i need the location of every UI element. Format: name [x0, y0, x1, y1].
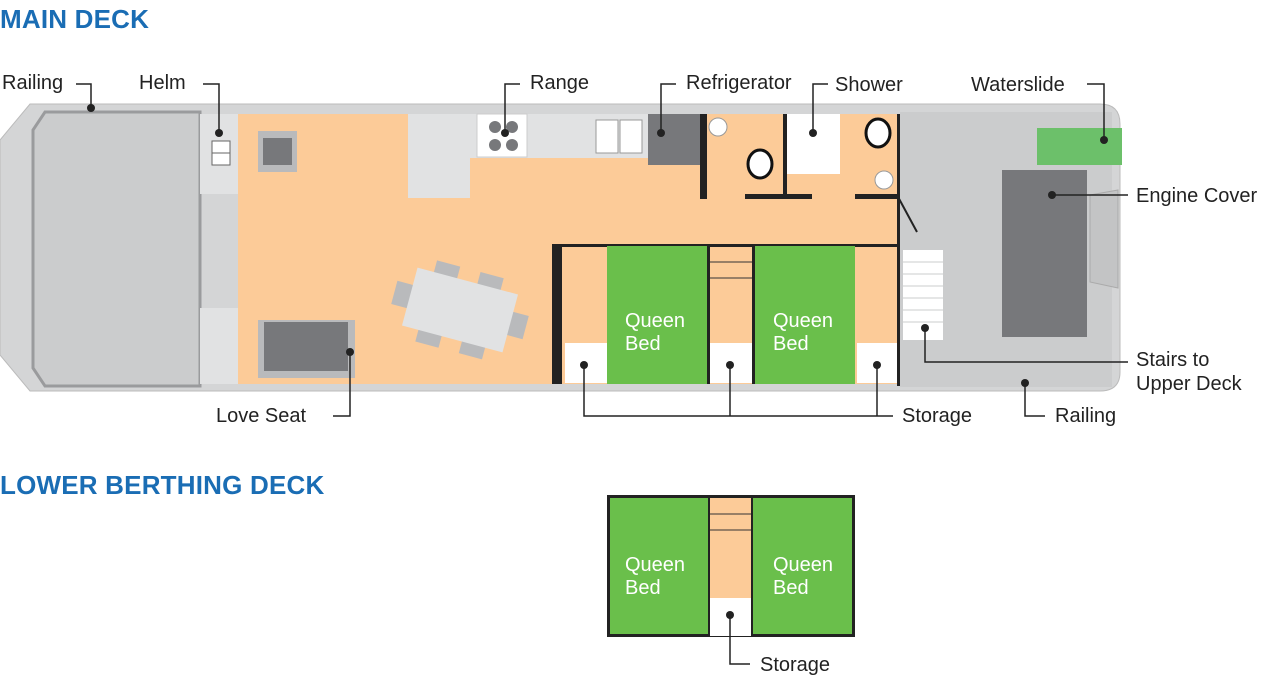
refrigerator — [648, 114, 700, 165]
label-stairs-line1: Stairs to — [1136, 349, 1210, 371]
label-refrigerator: Refrigerator — [686, 72, 792, 94]
dining-table — [391, 260, 529, 360]
front-deck — [31, 110, 202, 388]
range — [476, 113, 528, 158]
leader-lines — [76, 83, 1128, 665]
label-shower: Shower — [835, 74, 903, 96]
label-engine-cover: Engine Cover — [1136, 185, 1258, 207]
label-range: Range — [530, 72, 589, 94]
bed-label: Bed — [625, 577, 661, 599]
label-lower-storage: Storage — [760, 654, 831, 676]
label-railing-right: Railing — [1055, 405, 1117, 427]
queen-bed — [755, 246, 855, 384]
label-waterslide: Waterslide — [971, 74, 1065, 96]
bed-label: Queen — [773, 554, 833, 576]
waterslide — [1037, 128, 1122, 165]
sink — [595, 119, 619, 154]
label-love-seat: Love Seat — [216, 405, 307, 427]
bed-label: Bed — [773, 577, 809, 599]
lower-deck-title: LOWER BERTHING DECK — [0, 470, 325, 500]
bed-label: Queen — [625, 310, 685, 332]
main-deck-title: MAIN DECK — [0, 4, 150, 34]
label-stairs-line2: Upper Deck — [1136, 373, 1242, 395]
engine-cover — [1002, 170, 1087, 337]
label-helm: Helm — [139, 72, 186, 94]
label-storage: Storage — [902, 405, 973, 427]
label-railing-left: Railing — [2, 72, 64, 94]
bed-label: Queen — [625, 554, 685, 576]
queen-bed — [607, 246, 708, 384]
bed-label: Queen — [773, 310, 833, 332]
bed-label: Bed — [773, 333, 809, 355]
bed-label: Bed — [625, 333, 661, 355]
